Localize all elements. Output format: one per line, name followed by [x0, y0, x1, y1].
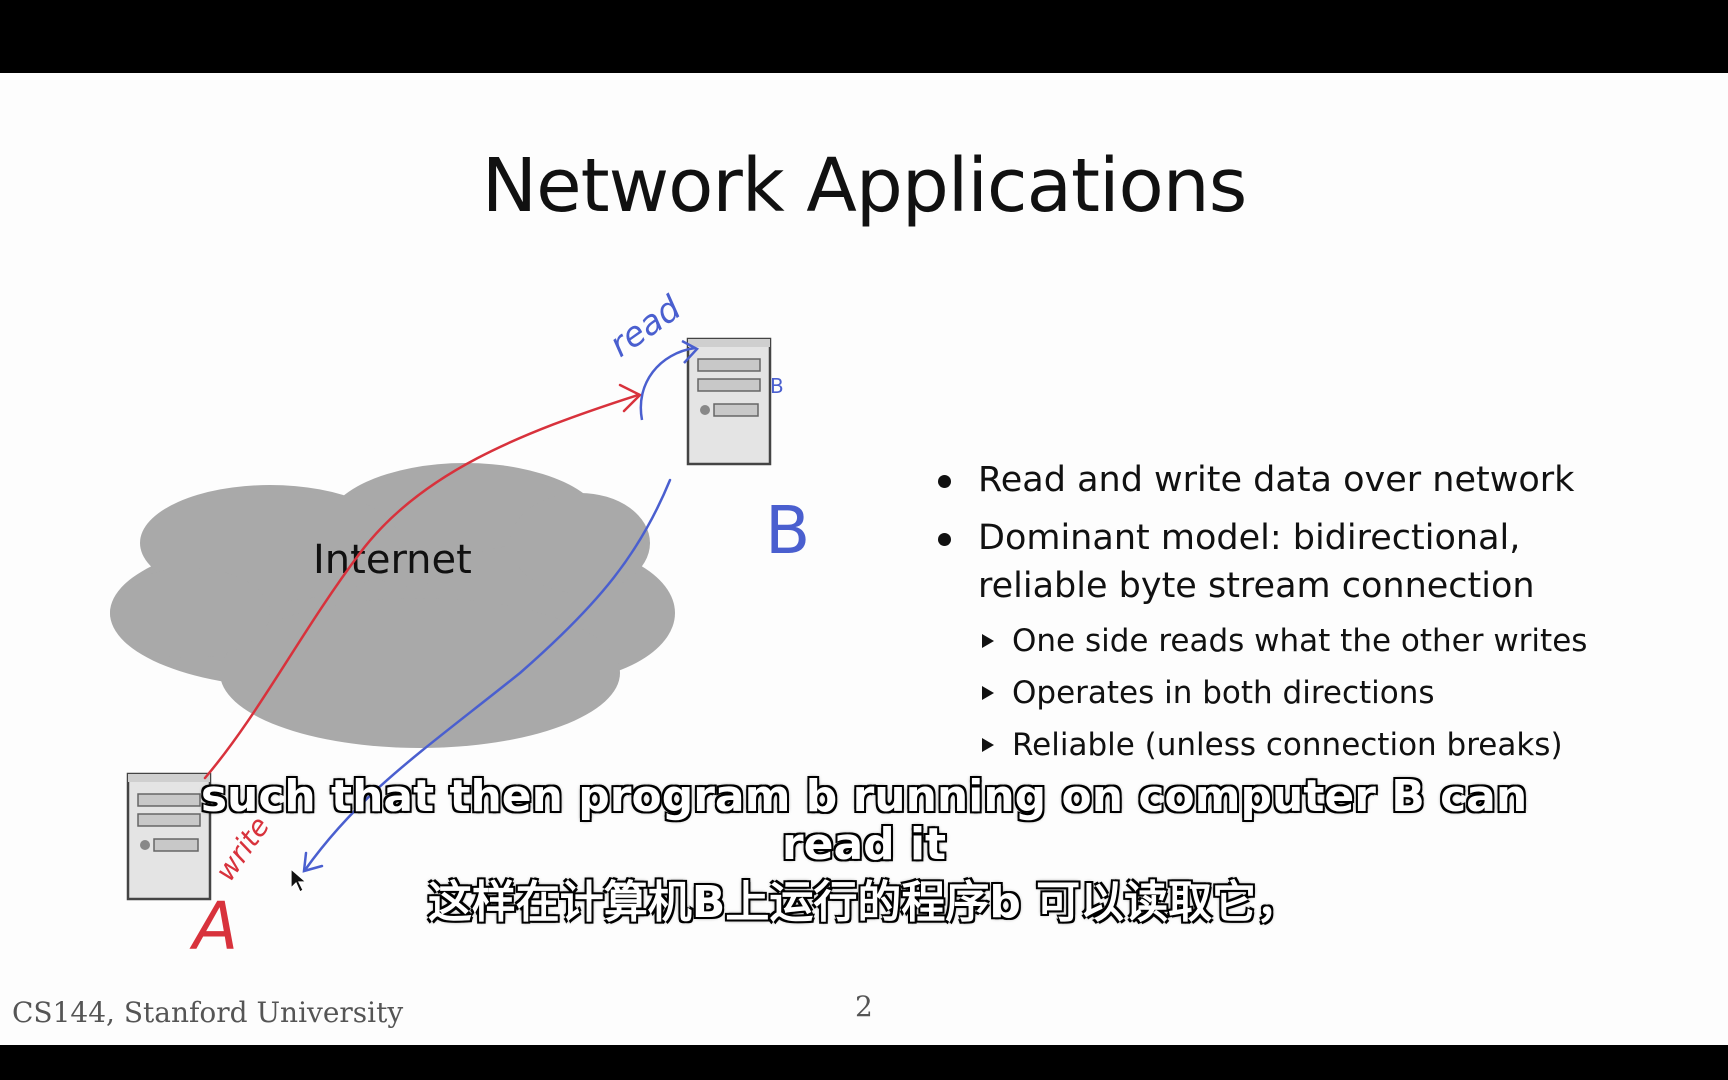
slide: Network Applications Internet: [0, 73, 1728, 1045]
host-a-label: A: [189, 888, 238, 965]
bullet-item: Read and write data over network: [930, 456, 1650, 504]
sub-bullet-item: One side reads what the other writes: [930, 620, 1650, 662]
host-b-small-label: B: [770, 374, 784, 398]
read-curve-head: [681, 339, 700, 364]
subtitle-english: such that then program b running on comp…: [200, 771, 1528, 870]
triangle-bullet-icon: [982, 686, 994, 700]
sub-bullet-item: Operates in both directions: [930, 672, 1650, 714]
slide-title: Network Applications: [481, 143, 1248, 229]
triangle-bullet-icon: [982, 634, 994, 648]
read-curve: [639, 346, 696, 421]
mouse-pointer-icon: [290, 868, 308, 893]
bullet-item: Dominant model: bidirectional, reliable …: [930, 514, 1650, 610]
page-number: 2: [855, 990, 873, 1023]
server-b-icon: [686, 337, 772, 466]
letterbox-bottom: [0, 1045, 1728, 1080]
network-diagram: Internet read: [110, 288, 810, 965]
bullet-dot-icon: [938, 533, 951, 546]
sub-bullet-item: Reliable (unless connection breaks): [930, 724, 1650, 766]
return-arrow: [302, 478, 672, 873]
bullet-list: Read and write data over network Dominan…: [930, 456, 1650, 776]
host-b-label: B: [765, 492, 810, 569]
triangle-bullet-icon: [982, 738, 994, 752]
write-arrow: [203, 383, 643, 780]
internet-cloud: [110, 463, 675, 748]
cloud-label: Internet: [313, 537, 472, 583]
bullet-dot-icon: [938, 475, 951, 488]
letterbox-top: [0, 0, 1728, 73]
server-a-icon: [126, 772, 212, 901]
footer-course: CS144, Stanford University: [12, 996, 404, 1029]
subtitle-chinese: 这样在计算机B上运行的程序b 可以读取它，: [427, 877, 1301, 928]
